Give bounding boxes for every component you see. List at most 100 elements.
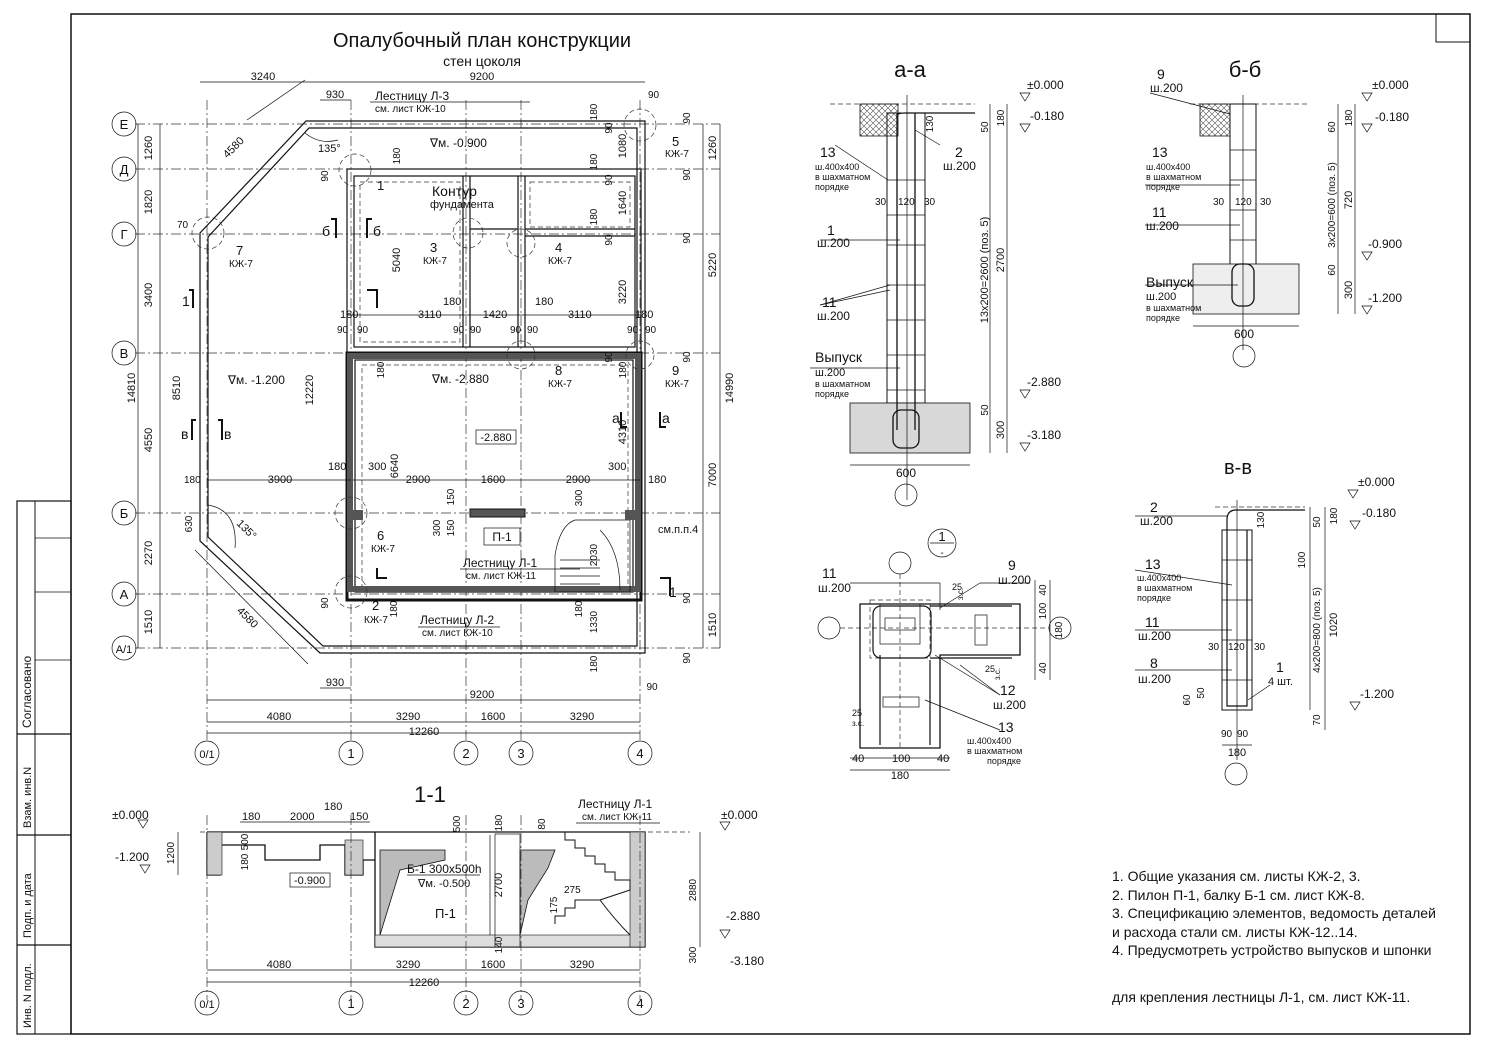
node-13-staggered: в шахматном (967, 746, 1022, 756)
dim-right-90d: 90 (682, 351, 693, 363)
node-dim-40b: 40 (1038, 662, 1049, 674)
mark-2-ref: КЖ-7 (364, 615, 388, 626)
aa-level-0: ±0.000 (1027, 78, 1064, 92)
dim-left-70: 70 (177, 220, 189, 231)
cut-b-left: б (322, 223, 330, 239)
s11-dim-80: 80 (537, 818, 548, 830)
dim-in-300a: 300 (368, 461, 386, 473)
diag-dim-top: 4580 (221, 135, 247, 161)
node-dim-180b: 180 (891, 770, 909, 782)
aa-vypusk-order: порядке (815, 389, 849, 399)
plan-subtitle: стен цоколя (443, 53, 521, 69)
axis-col-3: 3 (517, 746, 524, 761)
node-dim-40d: 40 (937, 753, 949, 765)
bb-dim-180: 180 (1344, 109, 1355, 126)
dim-in-1330: 1330 (589, 610, 600, 633)
axis-row-b: Б (120, 506, 129, 521)
aa-dim-180: 180 (996, 109, 1007, 126)
dim-in-180c: 180 (443, 296, 461, 308)
vv-dim-30a: 30 (1208, 642, 1220, 653)
bb-11-step: ш.200 (1146, 219, 1179, 233)
node-12: 12 (1000, 682, 1016, 698)
vv-dim-180: 180 (1329, 507, 1340, 524)
axis-col-2: 2 (462, 746, 469, 761)
vv-dim-90b: 90 (1237, 729, 1249, 740)
aa-dim-30b: 30 (924, 197, 936, 208)
s11-dim-4080: 4080 (267, 959, 291, 971)
s11-note-stair-ref: см. лист КЖ-11 (582, 812, 652, 823)
aa-level-2880: -2.880 (1027, 375, 1061, 389)
node-9: 9 (1008, 557, 1016, 573)
dim-in-6640: 6640 (389, 454, 401, 478)
dim-in-180h: 180 (376, 361, 387, 378)
node-number: 1 (938, 529, 945, 544)
dim-in-300b: 300 (608, 461, 626, 473)
aa-11: 11 (822, 294, 837, 310)
dim-top-930: 930 (326, 89, 344, 101)
cut-a-left: а (612, 410, 620, 426)
level-minus-1200: ∇м. -1.200 (227, 373, 285, 387)
mark-3: 3 (430, 240, 437, 255)
mark-2: 2 (372, 598, 379, 613)
note-4: 4. Предусмотреть устройство выпусков и ш… (1112, 942, 1431, 958)
s11-note-stair: Лестницу Л-1 (578, 797, 652, 811)
dim-in-90d: 90 (470, 325, 482, 336)
s11-dim-2880: 2880 (688, 878, 699, 901)
aa-dim-2700: 2700 (995, 248, 1007, 272)
s11-pylon: П-1 (435, 906, 456, 921)
dim-in-12220: 12220 (304, 375, 316, 406)
bb-level-0: ±0.000 (1372, 78, 1409, 92)
dim-in-2900a: 2900 (406, 474, 430, 486)
dim-in-90k: 90 (604, 234, 615, 246)
node-sub: - (940, 548, 943, 559)
bb-dim-30b: 30 (1260, 197, 1272, 208)
dim-in-150a: 150 (446, 488, 457, 505)
dim-in-180g: 180 (648, 474, 666, 486)
axis-row-g: Г (120, 227, 127, 242)
mark-4: 4 (555, 240, 562, 255)
vv-level-1200: -1.200 (1360, 687, 1394, 701)
sheet-corner-box (1435, 13, 1471, 43)
dim-left-8510: 8510 (171, 376, 183, 400)
dim-in-180k: 180 (589, 655, 600, 672)
vv-8: 8 (1150, 655, 1158, 671)
aa-vypusk: Выпуск (815, 349, 863, 365)
dim-left-14810: 14810 (126, 373, 138, 404)
dim-left-630: 630 (184, 515, 195, 532)
vv-dim-60: 60 (1182, 694, 1193, 706)
dim-in-90a: 90 (337, 325, 349, 336)
mark-8-ref: КЖ-7 (548, 379, 572, 390)
dim-in-300d: 300 (574, 489, 585, 506)
note-stair-l1: Лестницу Л-1 (463, 556, 537, 570)
dim-bot-90: 90 (646, 682, 658, 693)
note-3: 3. Спецификацию элементов, ведомость дет… (1112, 905, 1436, 921)
vv-8-step: ш.200 (1138, 672, 1171, 686)
node-dim-180a: 180 (1054, 621, 1065, 638)
s11-dim-1600: 1600 (481, 959, 505, 971)
vv-11-step: ш.200 (1138, 629, 1171, 643)
s11-dim-2700: 2700 (493, 873, 505, 897)
dim-in-5040: 5040 (391, 248, 403, 272)
bb-vypusk: Выпуск (1146, 274, 1194, 290)
stamp-inventory: Инв. N подл. (22, 963, 34, 1028)
vv-13-grid: ш.400х400 (1137, 573, 1181, 583)
bb-9: 9 (1157, 66, 1165, 82)
bb-dim-30a: 30 (1213, 197, 1225, 208)
dim-left-180: 180 (184, 475, 201, 486)
bb-dim-600: 600 (1234, 327, 1254, 341)
s11-level-0500: ∇м. -0.500 (417, 878, 470, 890)
axis-col-01: 0/1 (199, 749, 214, 761)
mark-8: 8 (555, 363, 562, 378)
node-13-grid: ш.400х400 (967, 736, 1011, 746)
s11-dim-140: 140 (494, 936, 505, 953)
bb-dim-720: 720 (1343, 191, 1355, 209)
vv-13: 13 (1145, 556, 1161, 572)
vv-dim-180w: 180 (1228, 747, 1246, 759)
s11-dim-3290b: 3290 (570, 959, 594, 971)
node-dim-100a: 100 (1038, 602, 1049, 619)
vv-dim-100: 100 (1297, 551, 1308, 568)
mark-4-ref: КЖ-7 (548, 256, 572, 267)
dim-in-1640: 1640 (617, 191, 629, 215)
row-axis-bubbles: Е Д Г В Б А А/1 (111, 111, 137, 661)
